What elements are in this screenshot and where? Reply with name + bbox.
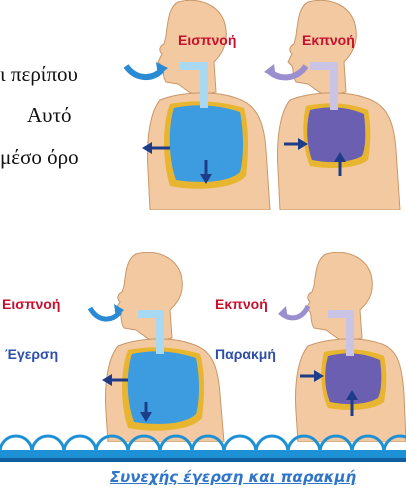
text-fragment-2: Αυτό — [27, 103, 72, 128]
exhale-air-arrow-bottom-icon — [276, 300, 312, 326]
exhale-air-arrow-icon — [262, 56, 310, 86]
exhale-label-bottom: Εκπνοή — [215, 296, 268, 312]
inhale-figure-bottom — [100, 252, 230, 442]
inhale-air-arrow-icon — [122, 54, 172, 84]
text-fragment-1: ι περίπου — [0, 62, 78, 87]
wave-strip — [0, 428, 406, 468]
decline-label: Παρακμή — [215, 346, 276, 362]
inhale-label-bottom: Εισπνοή — [2, 296, 60, 312]
inhale-air-arrow-bottom-icon — [86, 300, 126, 326]
exhale-label-top: Εκπνοή — [302, 32, 355, 48]
caption: Συνεχής έγερση και παρακμή — [100, 468, 366, 486]
inhale-label-top: Εισπνοή — [178, 32, 236, 48]
exhale-figure-bottom — [290, 252, 406, 442]
rise-label: Έγερση — [5, 346, 58, 362]
text-fragment-3: μέσο όρο — [0, 145, 79, 170]
